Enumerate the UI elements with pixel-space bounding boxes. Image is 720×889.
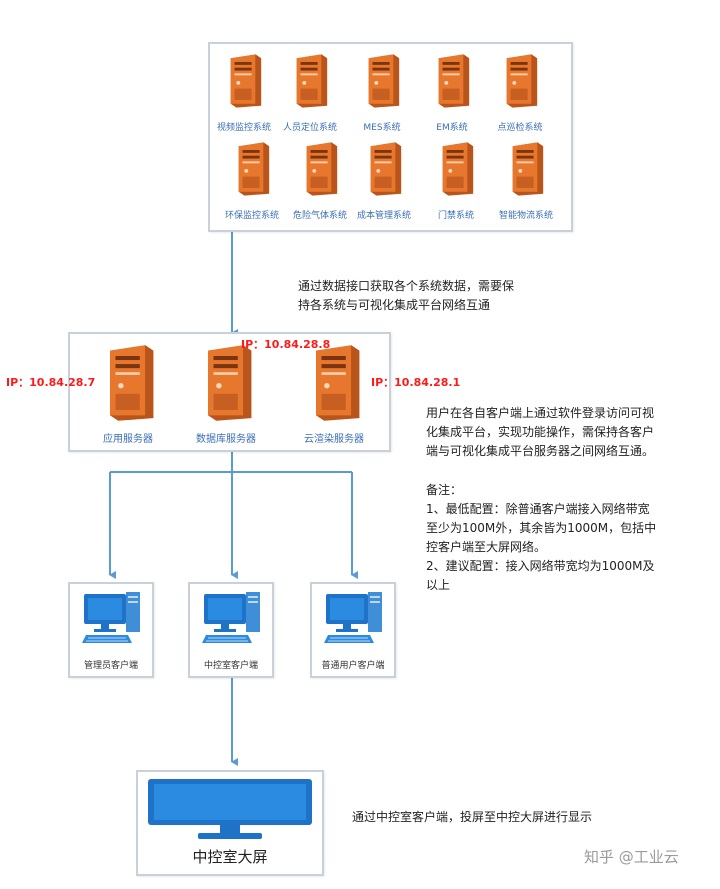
remarks-line-5: 以上 bbox=[426, 578, 451, 592]
platform-server-label: 数据库服务器 bbox=[196, 434, 256, 445]
system-label: 智能物流系统 bbox=[498, 211, 553, 221]
platform-server-label: 应用服务器 bbox=[103, 434, 153, 445]
platform-server-icon bbox=[200, 344, 254, 426]
ip-app-server: IP：10.84.28.7 bbox=[6, 376, 96, 389]
system-server-icon bbox=[301, 142, 339, 200]
system-server-icon bbox=[363, 54, 401, 112]
client-note-line-2: 化集成平台，实现功能操作，需保持各客户 bbox=[426, 425, 655, 439]
server-icon bbox=[306, 142, 338, 196]
big-screen-label: 中控室大屏 bbox=[192, 848, 268, 866]
server-icon bbox=[208, 345, 252, 421]
system-label: EM系统 bbox=[436, 123, 468, 133]
client-computer-icon bbox=[82, 588, 144, 650]
server-icon bbox=[370, 142, 402, 196]
client-note-line-1: 用户在各自客户端上通过软件登录访问可视 bbox=[426, 406, 655, 420]
server-icon bbox=[238, 142, 270, 196]
client-label: 普通用户客户端 bbox=[321, 661, 385, 671]
system-server-icon bbox=[507, 142, 545, 200]
big-screen-monitor-icon bbox=[148, 779, 312, 839]
server-icon bbox=[512, 142, 544, 196]
system-server-icon bbox=[501, 54, 539, 112]
client-label: 管理员客户端 bbox=[83, 661, 138, 671]
system-label: 危险气体系统 bbox=[292, 211, 347, 221]
system-label: 门禁系统 bbox=[437, 211, 474, 221]
system-server-icon bbox=[433, 54, 471, 112]
system-label: 点巡检系统 bbox=[497, 123, 543, 133]
system-label: MES系统 bbox=[363, 123, 401, 133]
watermark: 知乎 @工业云 bbox=[584, 848, 679, 866]
remarks-line-4: 2、建议配置：接入网络带宽均为1000M及 bbox=[426, 559, 655, 573]
server-icon bbox=[316, 345, 360, 421]
system-label: 环保监控系统 bbox=[224, 211, 279, 221]
system-label: 视频监控系统 bbox=[216, 123, 271, 133]
server-icon bbox=[442, 142, 474, 196]
server-icon bbox=[110, 345, 154, 421]
client-computer-icon bbox=[324, 588, 386, 650]
computer-icon bbox=[202, 592, 260, 643]
server-icon bbox=[296, 54, 328, 108]
big-screen-note: 通过中控室客户端，投屏至中控大屏进行显示 bbox=[352, 810, 593, 824]
client-note-line-3: 端与可视化集成平台服务器之间网络互通。 bbox=[426, 444, 655, 458]
remarks-line-3: 控客户端至大屏网络。 bbox=[426, 540, 547, 554]
system-server-icon bbox=[225, 54, 263, 112]
system-label: 人员定位系统 bbox=[282, 123, 337, 133]
platform-server-icon bbox=[102, 344, 156, 426]
computer-icon bbox=[324, 592, 382, 643]
platform-server-label: 云渲染服务器 bbox=[304, 434, 364, 445]
interface-note-line-2: 持各系统与可视化集成平台网络互通 bbox=[298, 298, 491, 312]
interface-note-line-1: 通过数据接口获取各个系统数据，需要保 bbox=[298, 279, 515, 293]
system-server-icon bbox=[291, 54, 329, 112]
system-server-icon bbox=[233, 142, 271, 200]
system-server-icon bbox=[365, 142, 403, 200]
server-icon bbox=[230, 54, 262, 108]
platform-server-icon bbox=[308, 344, 362, 426]
remarks-line-1: 1、最低配置：除普通客户端接入网络带宽 bbox=[426, 502, 650, 516]
client-computer-icon bbox=[202, 588, 264, 650]
client-label: 中控室客户端 bbox=[203, 661, 258, 671]
server-icon bbox=[506, 54, 538, 108]
system-server-icon bbox=[437, 142, 475, 200]
system-label: 成本管理系统 bbox=[356, 211, 411, 221]
computer-icon bbox=[82, 592, 140, 643]
server-icon bbox=[438, 54, 470, 108]
ip-render-server: IP：10.84.28.1 bbox=[371, 376, 461, 389]
server-icon bbox=[368, 54, 400, 108]
remarks-line-2: 至少为100M外，其余皆为1000M，包括中 bbox=[426, 521, 657, 535]
remarks-title: 备注： bbox=[426, 483, 463, 497]
ip-db-server: IP：10.84.28.8 bbox=[241, 338, 331, 351]
